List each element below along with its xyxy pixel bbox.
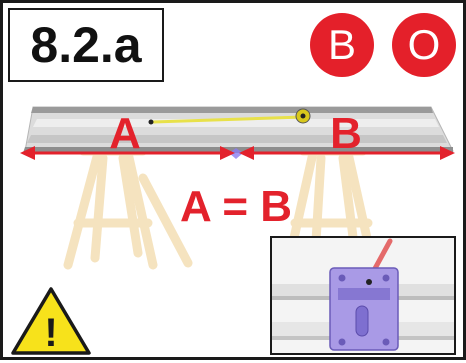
detail-inset — [270, 236, 456, 355]
dimension-arrow-a — [20, 146, 235, 160]
step-number: 8.2.a — [8, 8, 164, 82]
component-badge-b: B — [310, 13, 374, 77]
segment-label-b: B — [330, 109, 362, 158]
hinge-bracket-detail-icon — [272, 238, 454, 353]
sawhorse-left — [63, 146, 193, 270]
warning-icon: ! — [11, 287, 91, 355]
warning-symbol: ! — [44, 311, 57, 355]
measuring-tape — [152, 115, 304, 124]
rail — [23, 106, 454, 153]
tape-end-dot — [148, 119, 154, 125]
segment-label-a: A — [109, 109, 141, 158]
component-badge-o: O — [392, 13, 456, 77]
track-diagram: A B A = B ! — [11, 106, 455, 355]
dimension-arrow-b — [239, 146, 455, 160]
equation-label: A = B — [180, 182, 292, 231]
center-marker — [229, 148, 243, 159]
